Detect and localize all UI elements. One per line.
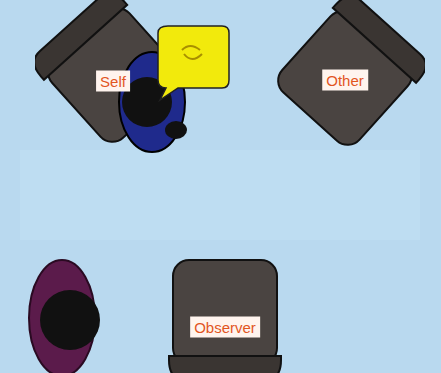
chair-group	[169, 260, 281, 373]
person-head	[40, 290, 100, 350]
chair-group	[269, 0, 425, 154]
chair-label: Observer	[190, 317, 260, 338]
chair: Other	[265, 0, 425, 158]
chair: Self	[35, 0, 195, 155]
bubble-squiggle	[182, 46, 202, 59]
chair: Observer	[145, 232, 305, 373]
chair-back	[35, 0, 127, 80]
chair-back	[169, 356, 281, 373]
chair-seat	[272, 5, 419, 152]
background-texture	[20, 150, 420, 240]
chair-symbol	[145, 232, 305, 373]
chair-group	[35, 0, 191, 151]
chair-seat	[42, 2, 189, 149]
chair-label: Other	[322, 70, 368, 91]
person-body	[29, 260, 95, 373]
chair-label: Self	[96, 71, 130, 92]
person-hand	[165, 121, 187, 139]
chair-seat	[173, 260, 277, 364]
standing-person	[29, 260, 100, 373]
